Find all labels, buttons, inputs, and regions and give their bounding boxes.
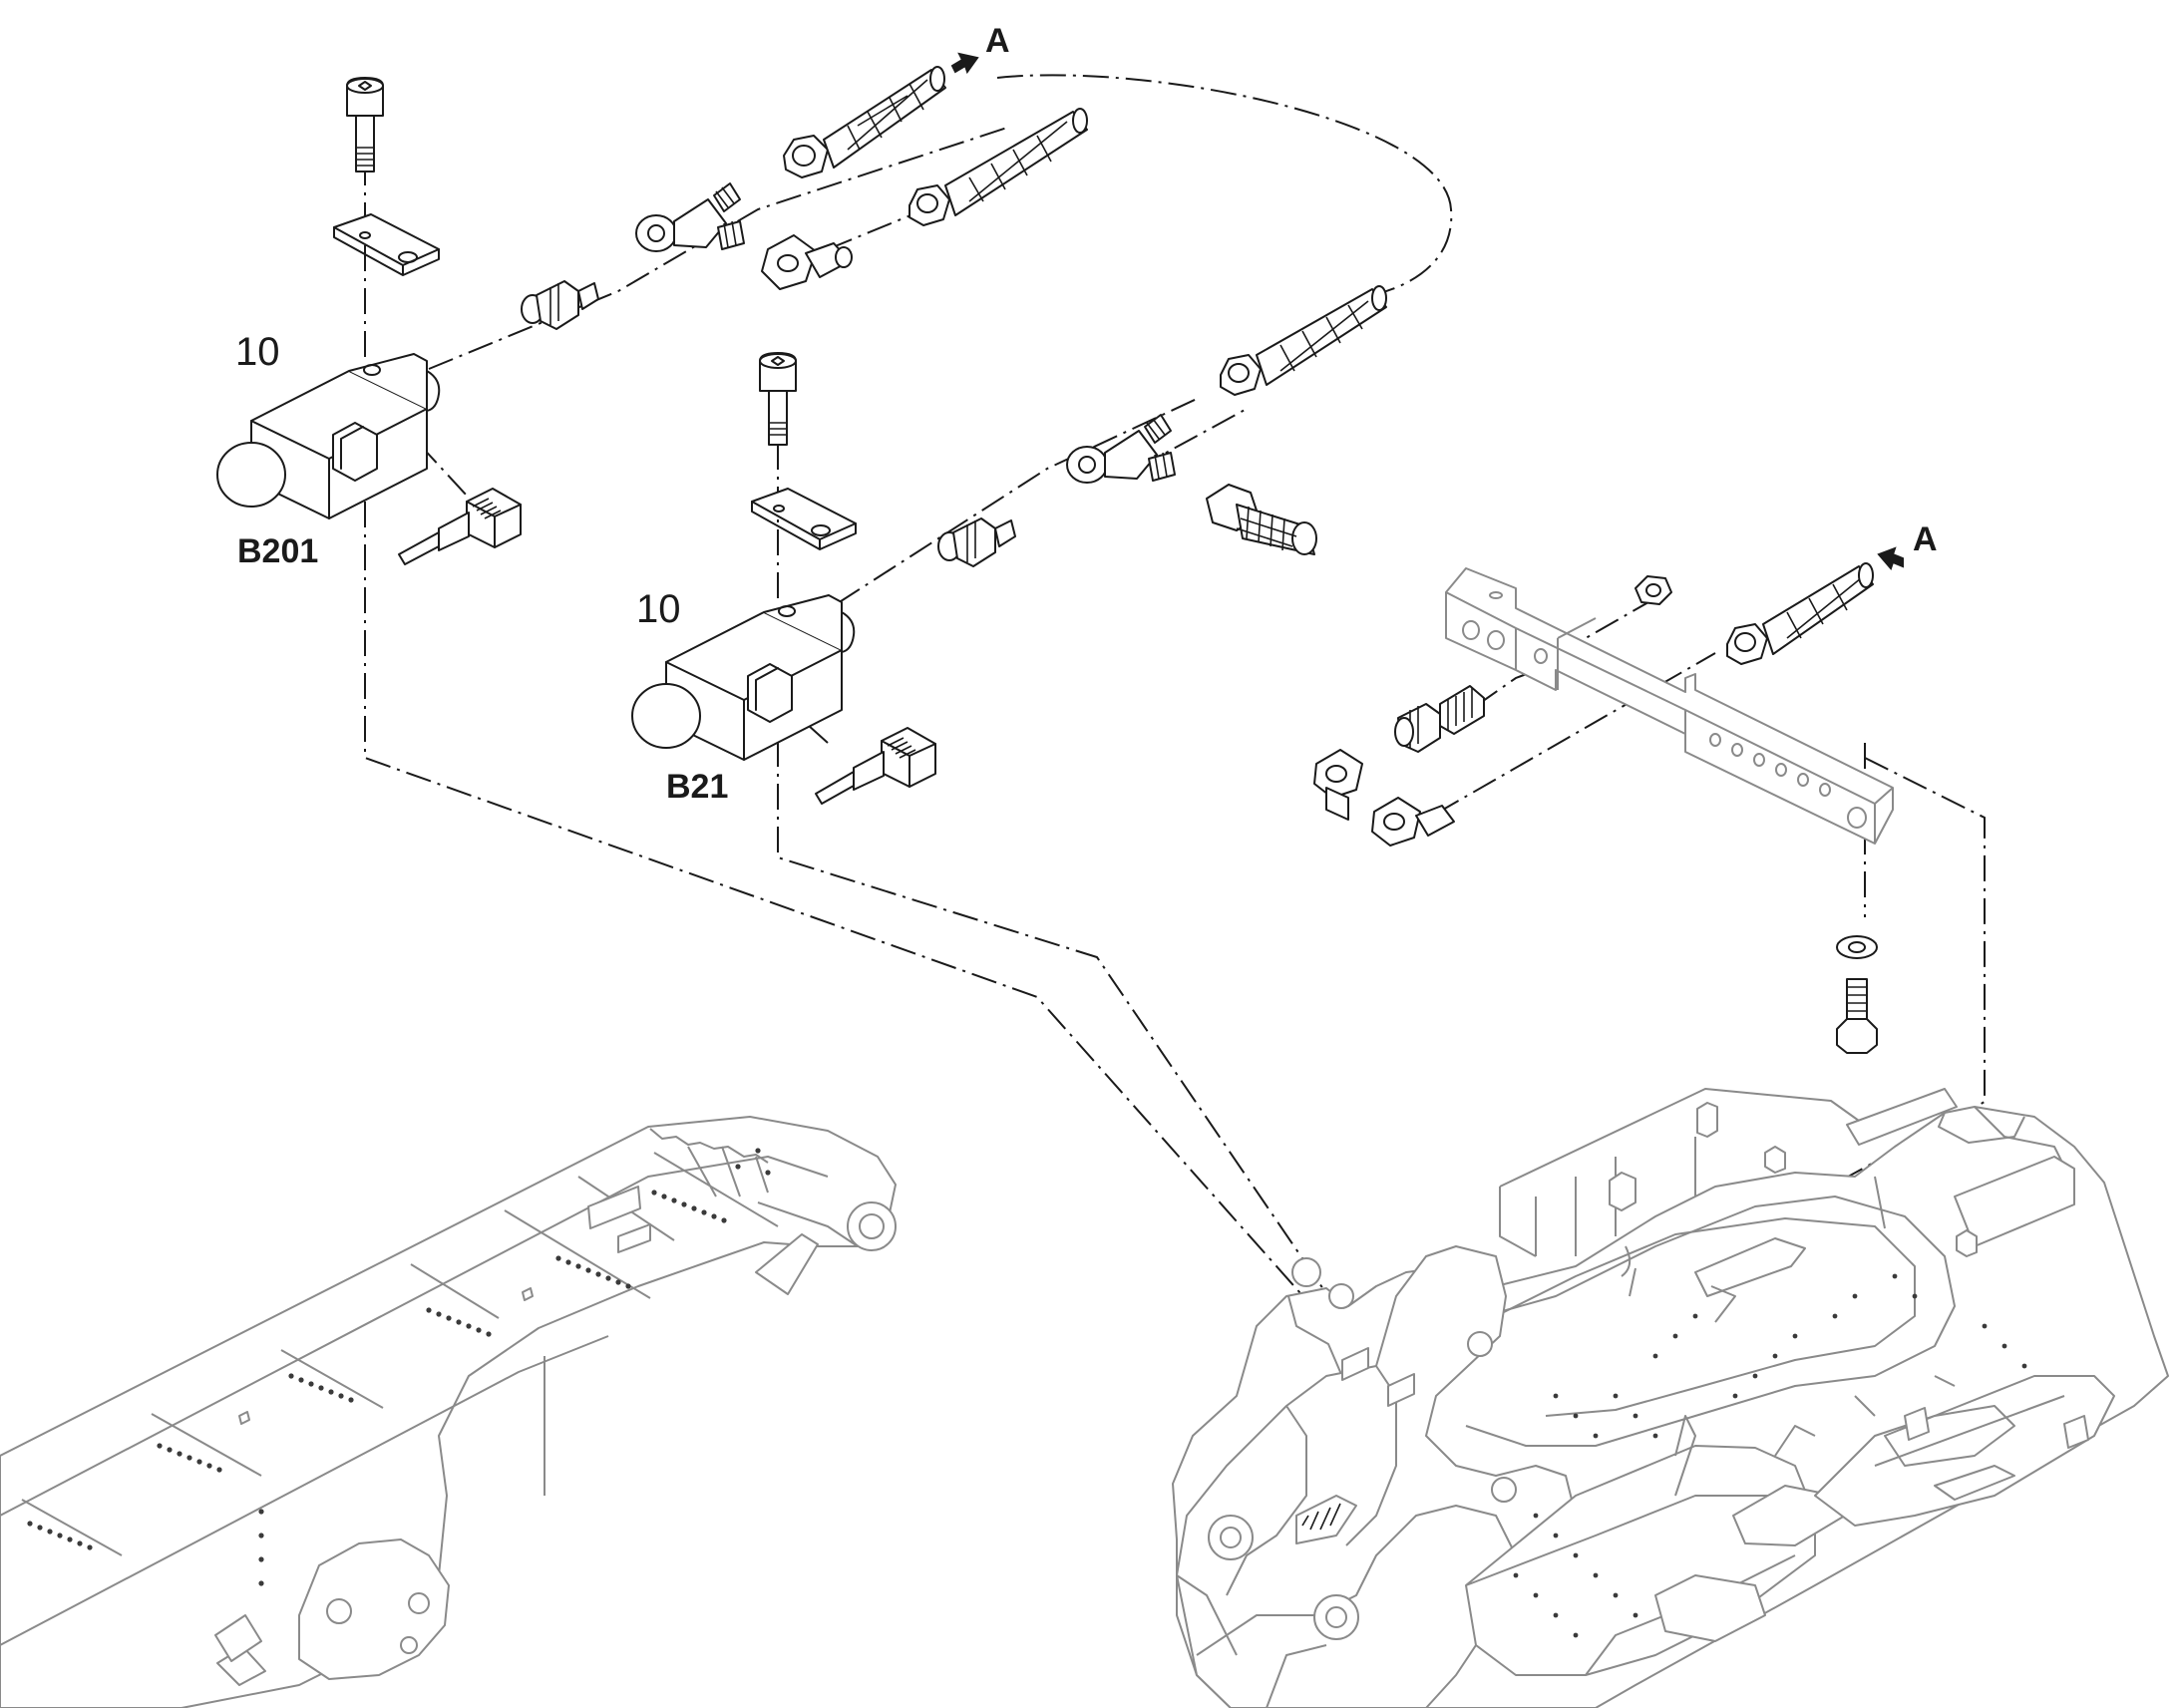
connection-marker-a-right: A — [1913, 520, 1938, 558]
lower-frame-deck — [1465, 1375, 2115, 1676]
arrow-marker-top — [950, 52, 979, 75]
adapter-fitting-lower — [937, 517, 1016, 567]
connection-marker-a-top: A — [985, 22, 1010, 60]
pressure-switch-b21 — [631, 594, 856, 761]
hose-upper-return — [908, 108, 1088, 226]
tee-fitting-upper — [635, 182, 745, 252]
tee-fitting-lower — [1066, 414, 1176, 484]
adapter-fitting-upper — [521, 280, 599, 330]
cap-screw-lower — [759, 352, 797, 446]
sensor-label-b21: B21 — [666, 768, 728, 806]
boom-structure — [0, 1116, 897, 1708]
arrow-marker-right — [1877, 546, 1904, 570]
elbow-fittings-right — [1313, 749, 1455, 847]
hex-nut-bracket — [1635, 575, 1672, 605]
sensor-label-b201: B201 — [237, 532, 318, 570]
cap-screw-upper — [346, 77, 384, 172]
pressure-switch-b201 — [216, 353, 441, 519]
hose-right-arrow-a — [1726, 562, 1874, 665]
hose-upper-arrow-a — [783, 66, 946, 178]
mounting-bracket — [1445, 567, 1894, 845]
item-number-upper: 10 — [235, 330, 280, 374]
item-number-lower: 10 — [636, 587, 681, 631]
clamp-plate-upper — [333, 213, 440, 276]
clamp-plate-lower — [751, 488, 857, 550]
hose-lower — [1220, 285, 1387, 396]
elbow-fitting-upper — [761, 234, 853, 290]
connector-plug-upper — [398, 488, 522, 565]
frame-bolt-holes — [1513, 1273, 2027, 1638]
washer-and-bolt-right — [1836, 935, 1878, 1054]
boom-rivet-rows — [27, 1148, 771, 1586]
connector-plug-lower — [815, 727, 936, 805]
bulkhead-fitting-right — [1394, 685, 1485, 753]
test-coupling-lower — [1206, 484, 1317, 555]
